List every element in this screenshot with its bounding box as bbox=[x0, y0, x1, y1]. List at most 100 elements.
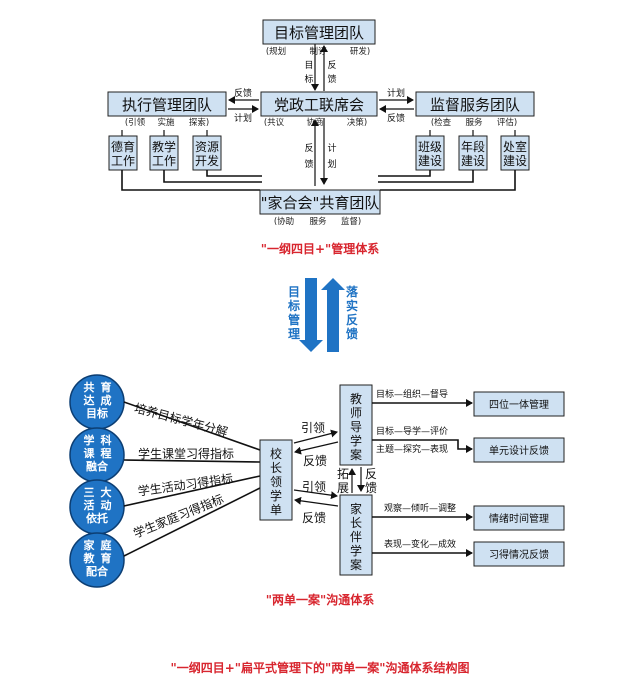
circle-3-c4: 动 bbox=[101, 498, 112, 512]
super-child-3-loop bbox=[380, 170, 516, 191]
result-box-2 bbox=[473, 437, 565, 463]
family-sub-1: (协助 bbox=[274, 216, 294, 227]
left-arrow-char-1: 目 bbox=[288, 285, 300, 299]
right-arrow-char-4: 馈 bbox=[346, 326, 358, 341]
super-child-box-2 bbox=[458, 135, 488, 171]
upper-feedback-label: 反馈 bbox=[303, 454, 327, 468]
teacher-line-3: 主题—探究—表现 bbox=[376, 443, 448, 455]
goal-down-label-2: 标 bbox=[304, 73, 313, 85]
link-curriculum bbox=[123, 459, 261, 463]
expand-c2: 展 bbox=[337, 481, 349, 495]
teacher-c2: 师 bbox=[350, 406, 362, 420]
lower-lead-label: 引领 bbox=[302, 480, 326, 494]
circle-activity bbox=[69, 479, 125, 535]
result-box-1 bbox=[473, 391, 565, 417]
result-1: 四位一体管理 bbox=[489, 398, 549, 411]
bottom-down-label-2: 划 bbox=[327, 158, 336, 170]
goal-sub-1: (规划 bbox=[266, 46, 286, 57]
parent-line-1: 观察—倾听—调整 bbox=[384, 502, 456, 514]
right-feedback-label: 反馈 bbox=[387, 112, 405, 124]
super-child-2-line-2: 建设 bbox=[461, 154, 485, 168]
goal-sub-3: 研发) bbox=[350, 46, 370, 57]
circle-4-c4: 育 bbox=[101, 551, 112, 565]
family-team-box bbox=[259, 189, 381, 215]
upper-feedback-arrow bbox=[294, 441, 339, 455]
upper-lead-label: 引领 bbox=[301, 421, 325, 435]
right-arrow-char-2: 实 bbox=[346, 298, 358, 313]
principal-box bbox=[259, 439, 293, 521]
exec-sub-1: (引领 bbox=[125, 117, 146, 128]
exec-child-3-line-1: 资源 bbox=[195, 140, 219, 154]
circle-3-c1: 三 bbox=[84, 486, 95, 499]
family-team-label: "家合会"共育团队 bbox=[261, 194, 380, 212]
goal-team-label: 目标管理团队 bbox=[274, 24, 364, 42]
parent-c1: 家 bbox=[350, 501, 362, 516]
left-feedback-label: 反馈 bbox=[234, 87, 252, 99]
exec-child-1-line-1: 德育 bbox=[111, 139, 135, 154]
goal-down-label-1: 目 bbox=[304, 60, 313, 71]
teacher-c5: 案 bbox=[350, 447, 362, 462]
goal-up-label-1: 反 bbox=[327, 60, 336, 71]
goal-up-label-2: 馈 bbox=[327, 73, 336, 85]
circle-3-c5: 依托 bbox=[86, 511, 108, 525]
left-arrow-char-4: 理 bbox=[288, 327, 300, 341]
super-sub-1: (检查 bbox=[431, 117, 452, 128]
goal-management-arrow bbox=[299, 278, 323, 352]
principal-c4: 学 bbox=[270, 488, 282, 503]
super-child-1-line-1: 班级 bbox=[418, 140, 442, 154]
council-sub-3: 决策) bbox=[347, 117, 367, 128]
circle-3-c3: 活 bbox=[84, 498, 95, 512]
link-family bbox=[123, 487, 261, 557]
circle-2-c5: 融合 bbox=[86, 459, 109, 473]
exec-child-box-3 bbox=[192, 135, 222, 171]
result-box-4 bbox=[473, 541, 565, 567]
teacher-c3: 导 bbox=[350, 420, 362, 434]
super-team-label: 监督服务团队 bbox=[430, 96, 520, 114]
circle-4-c2: 庭 bbox=[101, 538, 112, 552]
circle-3-c2: 大 bbox=[101, 485, 112, 499]
super-child-box-3 bbox=[500, 135, 530, 171]
footer-caption: "一纲四目+"扁平式管理下的"两单一案"沟通体系结构图 bbox=[170, 660, 469, 675]
bottom-up-label-1: 反 bbox=[304, 143, 313, 154]
exec-child-3-line-2: 开发 bbox=[195, 153, 219, 168]
principal-c3: 领 bbox=[270, 475, 282, 489]
circle-4-c1: 家 bbox=[84, 538, 96, 552]
circle-2-c3: 课 bbox=[84, 446, 96, 460]
super-sub-2: 服务 bbox=[465, 117, 483, 128]
family-sub-2: 服务 bbox=[309, 216, 327, 227]
teacher-line-1: 目标—组织—督导 bbox=[376, 388, 448, 400]
link-goal bbox=[123, 401, 261, 451]
exec-child-2-loop bbox=[163, 170, 262, 183]
parent-c2: 长 bbox=[350, 516, 362, 530]
circle-goal bbox=[69, 374, 125, 430]
parent-c4: 学 bbox=[350, 543, 362, 558]
link-activity bbox=[123, 475, 261, 507]
parent-c3: 伴 bbox=[350, 530, 362, 544]
teacher-box bbox=[339, 384, 373, 466]
teacher-c4: 学 bbox=[350, 433, 362, 448]
circle-2-c4: 程 bbox=[101, 446, 112, 460]
circle-1-c1: 共 bbox=[84, 380, 95, 394]
link-label-family: 学生家庭习得指标 bbox=[131, 491, 226, 541]
right-plan-label: 计划 bbox=[387, 87, 405, 99]
super-child-box-1 bbox=[415, 135, 445, 171]
super-sub-3: 评估) bbox=[497, 117, 517, 128]
teacher-line-2: 目标—导学—评价 bbox=[376, 425, 448, 437]
bottom-up-label-2: 馈 bbox=[304, 158, 313, 170]
super-child-1-line-2: 建设 bbox=[418, 154, 442, 168]
super-child-3-line-1: 处室 bbox=[503, 139, 527, 154]
goal-sub-2: 制订 bbox=[309, 46, 327, 57]
goal-team-box bbox=[262, 19, 376, 45]
exec-child-2-line-1: 教学 bbox=[152, 139, 176, 154]
feedback-arrow bbox=[321, 278, 345, 352]
super-child-1-loop bbox=[378, 170, 431, 177]
super-team-box bbox=[415, 91, 535, 117]
link-label-curriculum: 学生课堂习得指标 bbox=[138, 446, 234, 461]
circle-family bbox=[69, 532, 125, 588]
exec-child-box-2 bbox=[149, 135, 179, 171]
circle-1-c4: 成 bbox=[101, 393, 112, 407]
teacher-c1: 教 bbox=[350, 391, 362, 406]
left-plan-label: 计划 bbox=[234, 112, 252, 124]
left-arrow-char-3: 管 bbox=[288, 312, 300, 327]
